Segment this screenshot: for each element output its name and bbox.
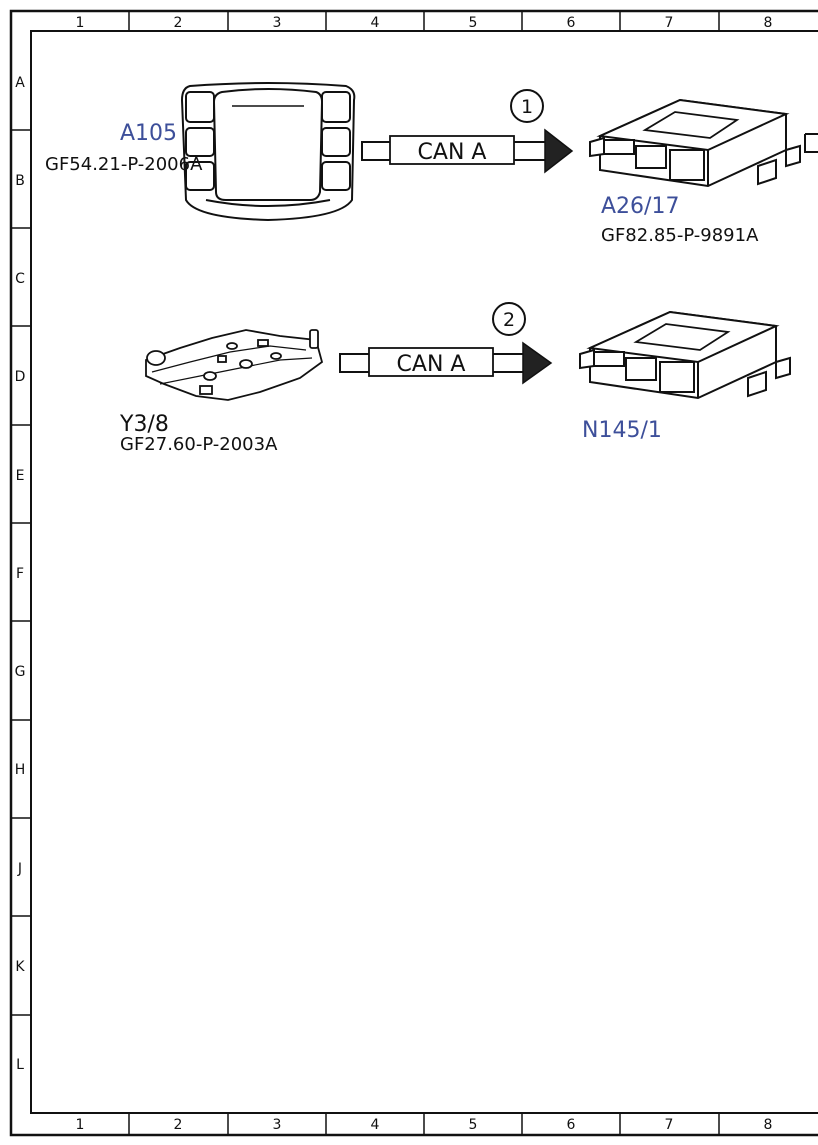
row-label: H — [15, 762, 26, 778]
can-arrow-2: CAN A — [339, 341, 553, 385]
component-doc-y3-8: GF27.60-P-2003A — [120, 434, 278, 455]
col-label-bottom: 3 — [273, 1117, 282, 1133]
component-doc-a26-17: GF82.85-P-9891A — [601, 225, 759, 246]
col-label-top: 5 — [469, 15, 478, 31]
col-label-bottom: 8 — [764, 1117, 773, 1133]
component-id-y3-8: Y3/8 — [119, 412, 169, 437]
left-row-ruler — [11, 129, 31, 1016]
a105-control-panel-drawing — [180, 82, 356, 222]
row-label: D — [15, 369, 26, 385]
row-labels: A B C D E F G H J K L — [15, 75, 26, 1073]
connection-number: 1 — [521, 96, 533, 118]
connection-marker-1: 1 — [510, 89, 544, 123]
n145-1-labels: N145/1 — [582, 418, 662, 443]
row-label: G — [15, 664, 26, 680]
col-label-top: 4 — [371, 15, 380, 31]
can-bus-label: CAN A — [397, 352, 466, 377]
row-label: J — [17, 861, 22, 877]
col-label-bottom: 6 — [567, 1117, 576, 1133]
a105-labels: A105 GF54.21-P-2006A — [45, 121, 203, 175]
col-label-top: 7 — [665, 15, 674, 31]
component-doc-a105: GF54.21-P-2006A — [45, 154, 203, 175]
col-label-top: 6 — [567, 15, 576, 31]
can-arrow-1: CAN A — [361, 128, 574, 174]
bottom-column-ruler — [128, 1113, 720, 1135]
connection-marker-2: 2 — [492, 302, 526, 336]
component-id-a26-17: A26/17 — [601, 194, 679, 219]
component-id-n145-1: N145/1 — [582, 418, 662, 443]
row-label: F — [16, 566, 24, 582]
row-label: B — [15, 173, 25, 189]
col-label-bottom: 5 — [469, 1117, 478, 1133]
bottom-column-labels: 1 2 3 4 5 6 7 8 — [76, 1117, 773, 1133]
a26-17-control-unit-drawing — [589, 98, 801, 188]
y3-8-valve-body-drawing — [145, 329, 324, 401]
col-label-bottom: 2 — [174, 1117, 183, 1133]
col-label-top: 1 — [76, 15, 85, 31]
row-label: K — [15, 959, 25, 975]
a26-17-labels: A26/17 GF82.85-P-9891A — [601, 194, 759, 246]
partial-offpage-component — [804, 133, 818, 153]
col-label-top: 3 — [273, 15, 282, 31]
y3-8-labels: Y3/8 GF27.60-P-2003A — [119, 412, 278, 455]
inner-frame — [30, 30, 818, 1114]
col-label-bottom: 1 — [76, 1117, 85, 1133]
row-label: C — [15, 271, 25, 287]
row-label: L — [16, 1057, 24, 1073]
outer-frame — [9, 9, 818, 1137]
col-label-top: 2 — [174, 15, 183, 31]
n145-1-control-unit-drawing — [579, 310, 791, 400]
row-label: E — [16, 468, 25, 484]
top-column-ruler — [128, 11, 720, 31]
col-label-top: 8 — [764, 15, 773, 31]
row-label: A — [15, 75, 25, 91]
col-label-bottom: 4 — [371, 1117, 380, 1133]
can-bus-label: CAN A — [418, 140, 487, 165]
col-label-bottom: 7 — [665, 1117, 674, 1133]
top-column-labels: 1 2 3 4 5 6 7 8 — [76, 15, 773, 31]
connection-number: 2 — [503, 309, 515, 331]
component-id-a105: A105 — [120, 121, 177, 146]
